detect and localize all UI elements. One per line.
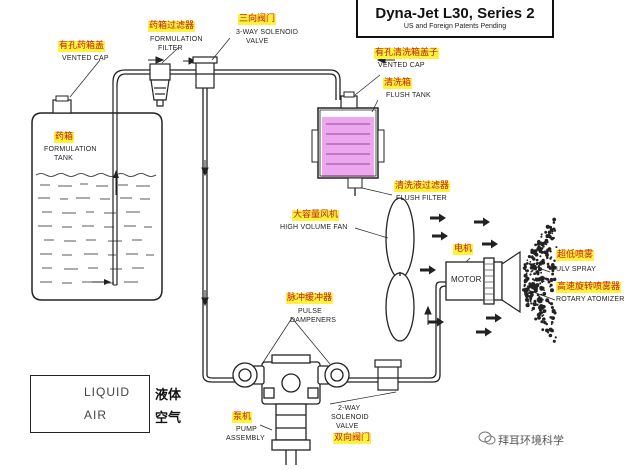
formulation-filter-cn: 药箱过滤器 [148, 21, 196, 32]
three-way-valve-en1: 3-WAY SOLENOID [236, 29, 299, 36]
pump-assembly-en2: ASSEMBLY [226, 435, 265, 442]
three-way-valve-en2: VALVE [246, 38, 269, 45]
high-volume-fan-cn: 大容量风机 [292, 210, 340, 221]
liquid-pipes [112, 69, 447, 383]
rotary-atomizer [501, 217, 559, 343]
leader-lines [69, 37, 556, 431]
two-way-valve-en1: 2-WAY [338, 405, 361, 412]
ulv-spray-en: ULV SPRAY [556, 266, 597, 273]
motor-cn: 电机 [453, 244, 474, 255]
flush-tank [311, 91, 385, 196]
formulation-liquid-level [35, 173, 157, 284]
flush-filter-body [347, 177, 363, 189]
two-way-valve-cn: 双向阀门 [333, 433, 372, 444]
formulation-tank-cap [52, 99, 72, 114]
diagram-subtitle: US and Foreign Patents Pending [403, 23, 507, 30]
wechat-icon [478, 431, 496, 445]
high-volume-fan-en: HIGH VOLUME FAN [280, 224, 348, 231]
three-way-solenoid-valve [192, 56, 218, 89]
legend-liquid-cn: 液体 [155, 388, 182, 403]
high-volume-fan [385, 197, 415, 342]
vented-cap-right-cn: 有孔清洗箱盖子 [374, 48, 440, 59]
formulation-tank-en2: TANK [54, 155, 73, 162]
legend-air-cn: 空气 [155, 411, 182, 426]
pulse-dampeners-cn: 脉冲缓冲器 [286, 293, 334, 304]
formulation-filter-en1: FORMULATION [150, 36, 203, 43]
air-arrow [430, 213, 446, 223]
air-arrow [476, 327, 492, 337]
motor [445, 257, 503, 305]
vented-cap-right-en: VENTED CAP [378, 62, 425, 69]
two-way-valve-en2: SOLENOID [331, 414, 369, 421]
flush-filter-en: FLUSH FILTER [396, 195, 447, 202]
formulation-filter [149, 63, 171, 107]
flush-tank-cn: 清洗箱 [383, 78, 413, 89]
motor-en: MOTOR [451, 275, 482, 284]
formulation-tank-cn: 药箱 [54, 132, 75, 143]
vented-cap-left-en: VENTED CAP [62, 55, 109, 62]
rotary-atomizer-en: ROTARY ATOMIZER [556, 296, 625, 303]
rotary-atomizer-cn: 高速旋转喷雾器 [556, 282, 622, 293]
air-arrow [474, 217, 490, 227]
air-arrow [428, 317, 444, 327]
air-flow-arrows [420, 213, 502, 337]
air-arrow [482, 239, 498, 249]
legend-box [30, 375, 150, 433]
watermark-text: 拜耳环境科学 [498, 434, 564, 447]
pulse-dampeners-en1: PULSE [298, 308, 322, 315]
flush-tank-cap [340, 95, 358, 109]
pump-assembly [232, 354, 350, 465]
ulv-spray-cn: 超低喷雾 [556, 250, 595, 261]
two-way-solenoid-valve [374, 359, 402, 391]
pulse-dampeners-en2: DAMPENERS [290, 317, 337, 324]
air-arrow [432, 231, 448, 241]
formulation-filter-en2: FILTER [158, 45, 183, 52]
air-arrow [486, 313, 502, 323]
air-arrow [420, 265, 436, 275]
pump-assembly-cn: 泵机 [232, 412, 253, 423]
ulv-spray-plume [521, 217, 559, 343]
formulation-tank-en1: FORMULATION [44, 146, 97, 153]
diagram-title: Dyna-Jet L30, Series 2 [375, 5, 535, 22]
pump-assembly-en1: PUMP [236, 426, 258, 433]
title-box: Dyna-Jet L30, Series 2 US and Foreign Pa… [356, 0, 554, 38]
two-way-valve-en3: VALVE [336, 423, 359, 430]
three-way-valve-cn: 三向阀门 [238, 14, 277, 25]
flush-fluid [322, 117, 374, 177]
flush-filter-cn: 清洗液过滤器 [394, 181, 451, 192]
formulation-tank [31, 82, 163, 301]
legend-air-en: AIR [84, 408, 108, 422]
flush-tank-en: FLUSH TANK [386, 92, 431, 99]
legend-liquid-en: LIQUID [84, 385, 131, 399]
vented-cap-left-cn: 有孔药箱盖 [58, 41, 106, 52]
